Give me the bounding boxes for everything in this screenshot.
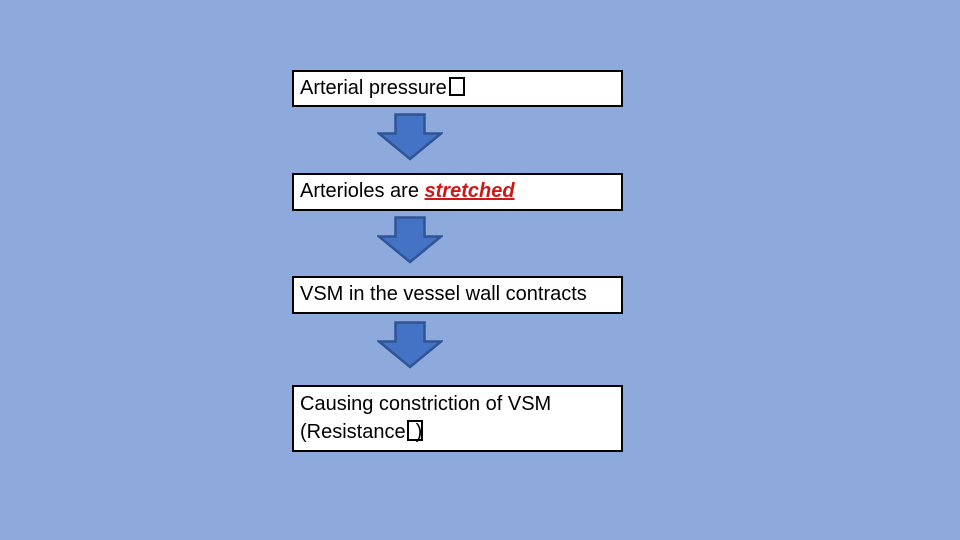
flow-box-arterioles-stretched: Arterioles are stretched: [292, 173, 623, 211]
box-text: Arterioles are: [300, 180, 425, 202]
box-text: (Resistance: [300, 421, 406, 443]
missing-glyph-box: [448, 77, 465, 96]
box-text-line2: (Resistance): [300, 418, 615, 446]
down-arrow-icon: [377, 113, 443, 161]
box-text: Arterial pressure: [300, 77, 447, 99]
down-arrow-icon: [377, 321, 443, 369]
down-arrow-icon: [377, 216, 443, 264]
flow-box-causing-constriction: Causing constriction of VSM (Resistance): [292, 385, 623, 452]
box-text-line1: Causing constriction of VSM: [300, 393, 552, 415]
box-text: VSM in the vessel wall contracts: [300, 283, 587, 305]
emphasized-word: stretched: [424, 180, 515, 202]
closing-paren: ): [415, 421, 423, 443]
missing-glyph-box: [406, 420, 423, 441]
flow-box-vsm-contracts: VSM in the vessel wall contracts: [292, 276, 623, 314]
flow-box-arterial-pressure: Arterial pressure: [292, 70, 623, 107]
